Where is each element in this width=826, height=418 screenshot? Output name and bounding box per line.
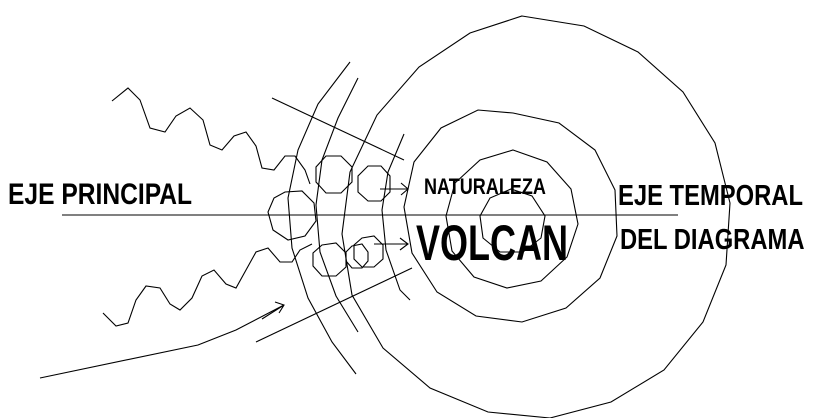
guide-line-lower bbox=[256, 268, 412, 342]
small-octagon-upper-1 bbox=[316, 156, 352, 193]
nature-label: NATURALEZA bbox=[424, 176, 546, 198]
small-octagon-lower-3 bbox=[346, 244, 368, 268]
lower-guide-line bbox=[40, 305, 284, 378]
arc-outer-left bbox=[288, 62, 356, 374]
temporal-axis-label-line1: EJE TEMPORAL bbox=[618, 182, 803, 211]
main-axis-label: EJE PRINCIPAL bbox=[8, 180, 192, 210]
small-octagon-lower-2 bbox=[354, 236, 383, 267]
small-octagon-upper-2 bbox=[358, 166, 390, 201]
temporal-axis-label-line2: DEL DIAGRAMA bbox=[620, 226, 805, 255]
small-octagon-lower-1 bbox=[313, 243, 346, 276]
volcano-label: VOLCAN bbox=[416, 218, 568, 268]
arrow-to-volcan-icon bbox=[374, 238, 408, 250]
wavy-line-lower bbox=[103, 244, 312, 326]
